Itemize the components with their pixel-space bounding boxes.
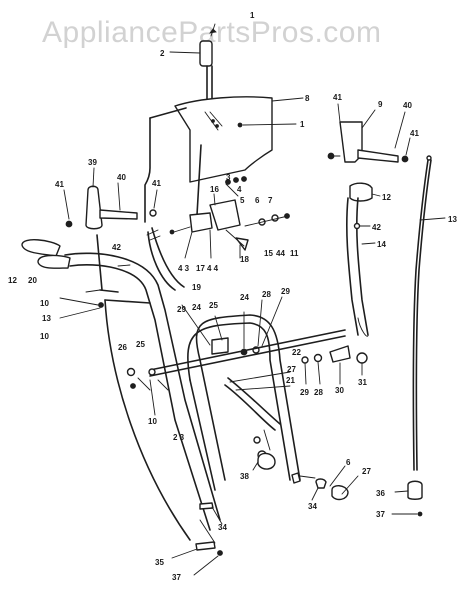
callout-26: 26 [118,343,127,352]
callout-labels: 1 2 8 1 41 9 40 41 39 40 41 41 16 3 4 5 … [8,11,457,582]
callout-39: 39 [88,158,97,167]
callout-20: 20 [28,276,37,285]
callout-24: 24 [192,303,201,312]
callout-31: 31 [358,378,367,387]
callout-3: 3 [226,173,231,182]
callout-29: 29 [300,388,309,397]
callout-21: 21 [286,376,295,385]
callout-13: 13 [448,215,457,224]
callout-35: 35 [155,558,164,567]
callout-14: 14 [377,240,386,249]
callout-38: 38 [240,472,249,481]
callout-29: 29 [281,287,290,296]
callout-41: 41 [152,179,161,188]
callout-44: 4 4 [207,264,219,273]
callout-22: 22 [292,348,301,357]
center-u-frame [126,296,368,501]
callout-25: 25 [136,340,145,349]
callout-6: 6 [346,458,351,467]
callout-10: 10 [40,332,49,341]
central-linkage [169,144,290,259]
callout-16: 16 [210,185,219,194]
callout-12: 12 [382,193,391,202]
callout-23: 2 3 [173,433,185,442]
shift-lever-assembly [169,23,217,113]
callout-44: 44 [276,249,285,258]
callout-27: 27 [362,467,371,476]
callout-25: 25 [209,301,218,310]
callout-12: 12 [8,276,17,285]
callout-13: 13 [42,314,51,323]
handle-grip-39 [63,167,158,230]
callout-1: 1 [300,120,305,129]
callout-34: 34 [218,523,227,532]
callout-42: 42 [372,223,381,232]
callout-6: 6 [255,196,260,205]
callout-36: 36 [376,489,385,498]
callout-10: 10 [148,417,157,426]
callout-10: 10 [40,299,49,308]
callout-42: 42 [112,243,121,252]
callout-7: 7 [268,196,273,205]
callout-2: 2 [160,49,165,58]
callout-19: 19 [192,283,201,292]
callout-4: 4 [237,185,242,194]
bracket-9 [327,103,411,163]
callout-28: 28 [314,388,323,397]
callout-18: 18 [240,255,249,264]
callout-41: 41 [333,93,342,102]
callout-5: 5 [240,196,245,205]
lower-left-parts [171,502,223,576]
callout-1: 1 [250,11,255,20]
callout-8: 8 [305,94,310,103]
callout-27: 27 [287,365,296,374]
right-lever-14 [345,182,381,337]
callout-17: 17 [196,264,205,273]
callout-41: 41 [55,180,64,189]
callout-9: 9 [378,100,383,109]
callout-37: 37 [376,510,385,519]
callout-15: 15 [264,249,273,258]
callout-11: 11 [290,249,299,258]
callout-40: 40 [403,101,412,110]
callout-37: 37 [172,573,181,582]
callout-43: 4 3 [178,264,190,273]
callout-34: 34 [308,502,317,511]
long-control-rod-13 [391,155,446,517]
callout-30: 30 [335,386,344,395]
left-handle-loop [21,227,221,541]
callout-40: 40 [117,173,126,182]
callout-28: 28 [262,290,271,299]
shift-cover-plate [144,96,304,223]
callout-29: 29 [177,305,186,314]
callout-24: 24 [240,293,249,302]
callout-41: 41 [410,129,419,138]
